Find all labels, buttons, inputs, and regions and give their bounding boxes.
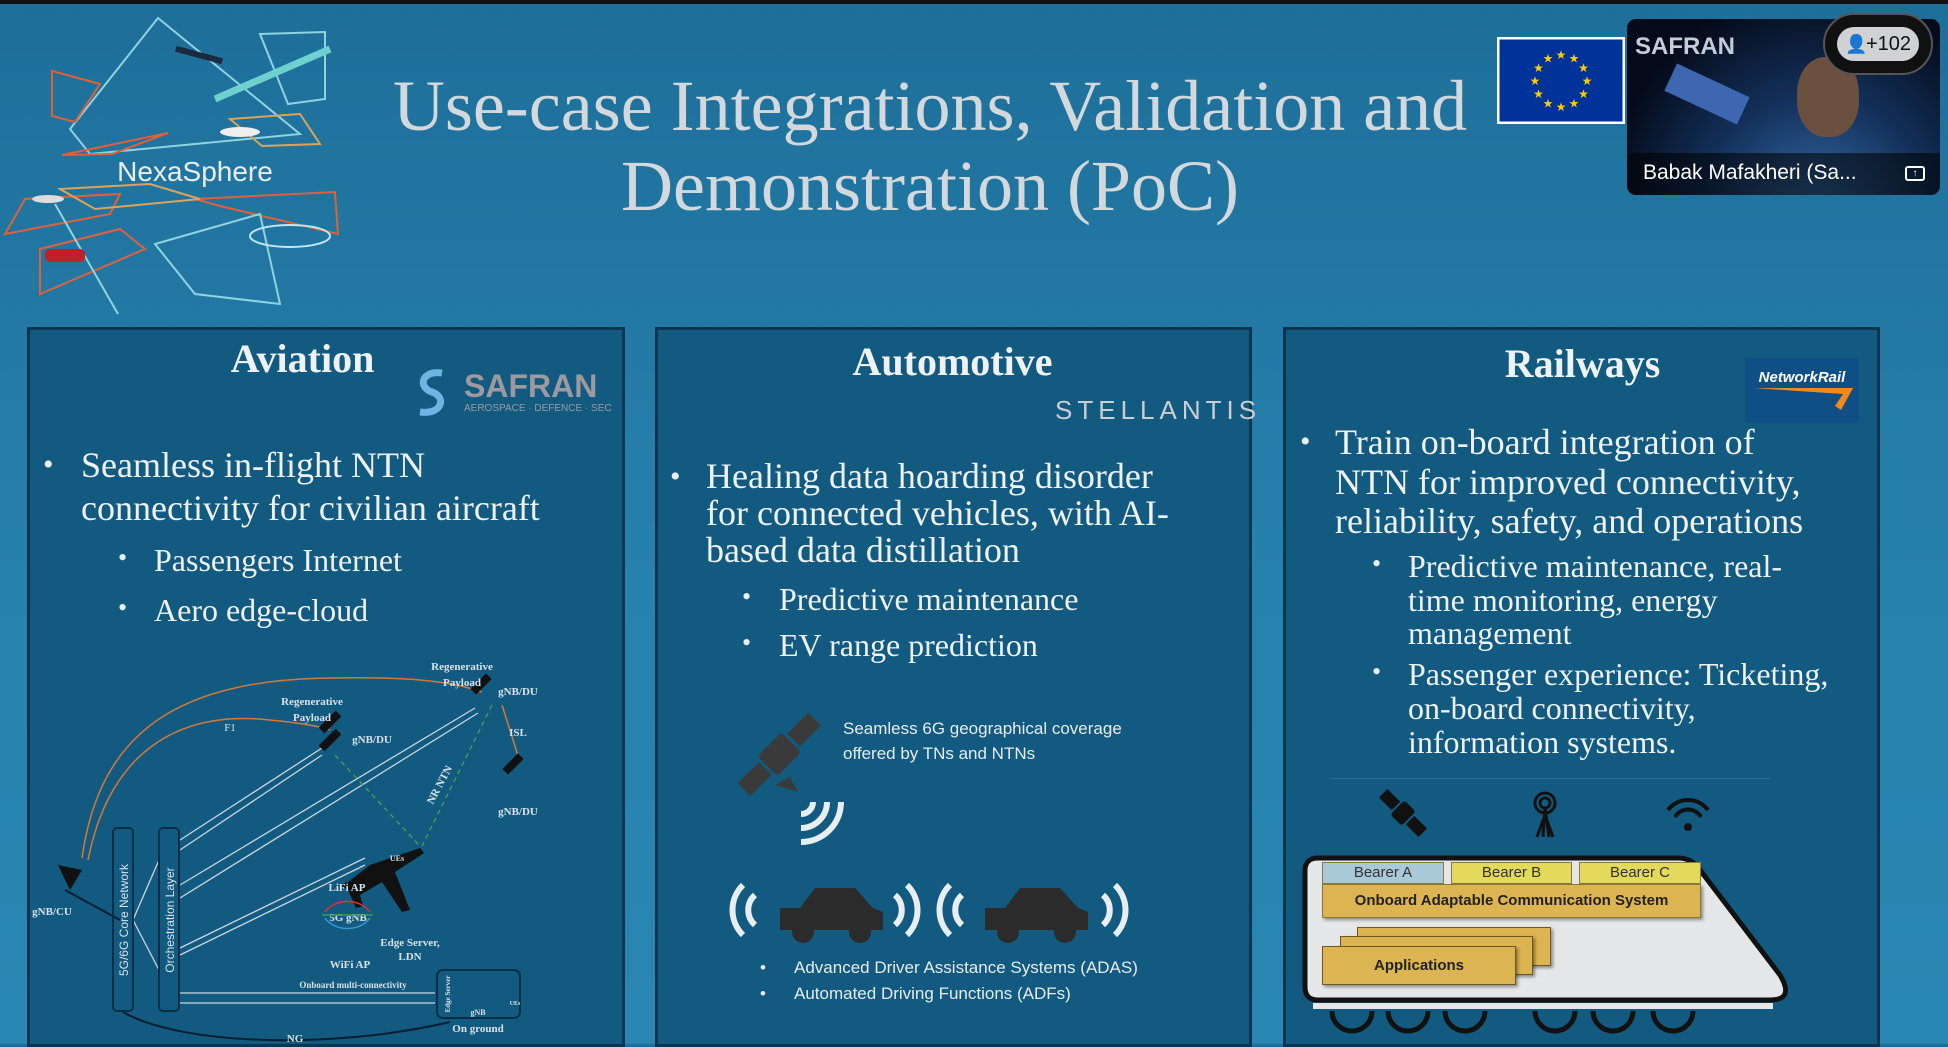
label-ldn: LDN bbox=[398, 951, 421, 963]
nexasphere-logo-text: NexaSphere bbox=[117, 156, 273, 187]
window-top-border bbox=[0, 0, 1948, 4]
participants-count-button[interactable]: 👤+102 bbox=[1823, 13, 1933, 75]
label-regen-payload-mid: Regenerative bbox=[281, 696, 343, 708]
aviation-architecture-diagram: Regenerative Payload gNB/DU Regenerative… bbox=[32, 661, 538, 1044]
aviation-panel bbox=[27, 327, 625, 1047]
railways-sub1-line-1: Predictive maintenance, real- bbox=[1408, 548, 1783, 584]
automotive-sub-ev-range: EV range prediction bbox=[779, 627, 1038, 663]
automotive-panel bbox=[655, 327, 1252, 1047]
automated-functions-list: •Advanced Driver Assistance Systems (ADA… bbox=[760, 958, 1138, 1003]
railways-sub2-line-2: on-board connectivity, bbox=[1408, 690, 1696, 726]
eu-star-icon: ★ bbox=[1556, 100, 1567, 114]
function-adfs: Automated Driving Functions (ADFs) bbox=[794, 984, 1071, 1003]
aviation-bullet-line-2: connectivity for civilian aircraft bbox=[81, 488, 540, 528]
automotive-sub-predictive-maintenance: Predictive maintenance bbox=[779, 581, 1079, 617]
eu-star-icon: ★ bbox=[1578, 87, 1589, 101]
railways-sub2-line-1: Passenger experience: Ticketing, bbox=[1408, 656, 1829, 692]
automotive-bullet-line-3: based data distillation bbox=[706, 530, 1020, 570]
eu-star-icon: ★ bbox=[1543, 51, 1554, 65]
participant-name: Babak Mafakheri (Sa... bbox=[1643, 161, 1857, 184]
label-on-ground: On ground bbox=[452, 1023, 503, 1035]
railways-bullet-line-1: Train on-board integration of bbox=[1335, 422, 1755, 462]
railway-bearer-icons bbox=[1378, 788, 1710, 838]
label-core-network: 5G/6G Core Network bbox=[117, 863, 131, 976]
safran-background-logo: SAFRAN bbox=[1635, 33, 1735, 60]
safran-logo-text: SAFRAN bbox=[464, 368, 597, 404]
nexasphere-logo: NexaSphere bbox=[3, 16, 340, 315]
label-payload-top: Payload bbox=[443, 677, 481, 689]
eu-star-icon: ★ bbox=[1582, 74, 1593, 88]
eu-star-icon: ★ bbox=[1533, 61, 1544, 75]
label-ng: NG bbox=[287, 1033, 304, 1044]
label-orchestration-layer: Orchestration Layer bbox=[163, 867, 177, 972]
automotive-heading: Automotive bbox=[852, 339, 1053, 384]
coverage-caption-line-2: offered by TNs and NTNs bbox=[843, 744, 1036, 763]
label-wifi-ap: WiFi AP bbox=[330, 959, 371, 971]
onboard-adaptable-communication-system: Onboard Adaptable Communication System bbox=[1322, 884, 1701, 918]
person-icon: 👤 bbox=[1845, 34, 1868, 54]
label-5g-gnb: 5G gNB bbox=[329, 912, 367, 924]
participants-count: +102 bbox=[1865, 33, 1911, 55]
label-nr-ntn: NR NTN bbox=[425, 764, 455, 807]
function-adas: Advanced Driver Assistance Systems (ADAS… bbox=[794, 958, 1138, 977]
satellite-icon bbox=[1378, 788, 1428, 838]
label-regen-payload-top: Regenerative bbox=[431, 661, 493, 673]
cell-tower-icon bbox=[1533, 791, 1557, 838]
aviation-sub-passengers-internet: Passengers Internet bbox=[154, 542, 402, 578]
label-lifi-ap: LiFi AP bbox=[329, 882, 366, 894]
railways-sub1-line-2: time monitoring, energy bbox=[1408, 582, 1718, 618]
network-rail-logo: NetworkRail bbox=[1745, 358, 1859, 423]
eu-star-icon: ★ bbox=[1556, 48, 1567, 62]
label-ues-air: UEs bbox=[390, 854, 404, 863]
slide-title-line-2: Demonstration (PoC) bbox=[621, 146, 1239, 226]
aviation-heading: Aviation bbox=[230, 336, 375, 381]
network-rail-logo-text: NetworkRail bbox=[1759, 369, 1847, 386]
automotive-bullet-line-1: Healing data hoarding disorder bbox=[706, 456, 1153, 496]
railways-heading: Railways bbox=[1504, 341, 1661, 386]
label-ground-gnb: gNB bbox=[470, 1008, 486, 1017]
label-gnb-du-1: gNB/DU bbox=[498, 686, 538, 698]
label-gnb-cu: gNB/CU bbox=[32, 906, 72, 918]
connected-cars-illustration bbox=[729, 882, 1129, 943]
label-payload-mid: Payload bbox=[293, 712, 331, 724]
label-gnb-du-2: gNB/DU bbox=[352, 734, 392, 746]
stellantis-logo: STELLANTIS bbox=[1055, 395, 1262, 425]
bearer-c: Bearer C bbox=[1579, 862, 1701, 884]
car-icon bbox=[780, 888, 1088, 943]
safran-logo: SAFRAN AEROSPACE · DEFENCE · SECURITY bbox=[419, 368, 612, 416]
label-gnb-du-3: gNB/DU bbox=[498, 806, 538, 818]
satellite-icon bbox=[737, 712, 844, 845]
eu-star-icon: ★ bbox=[1569, 97, 1580, 111]
eu-star-icon: ★ bbox=[1578, 61, 1589, 75]
label-ground-ues: UEs bbox=[510, 1001, 521, 1007]
label-f1: F1 bbox=[224, 722, 236, 734]
eu-star-icon: ★ bbox=[1530, 74, 1541, 88]
label-onboard-multi-connectivity: Onboard multi-connectivity bbox=[299, 980, 407, 990]
eu-flag-icon: ★★★★★★★★★★★★ bbox=[1497, 37, 1625, 124]
share-screen-icon[interactable]: ↑ bbox=[1905, 166, 1925, 181]
eu-star-icon: ★ bbox=[1533, 87, 1544, 101]
satellite-panel-image bbox=[1664, 63, 1750, 125]
slide-title-line-1: Use-case Integrations, Validation and bbox=[392, 66, 1468, 146]
bearer-a: Bearer A bbox=[1322, 862, 1444, 884]
label-ground-edge-server: Edge Server bbox=[444, 976, 452, 1013]
aviation-sub-aero-edge-cloud: Aero edge-cloud bbox=[154, 592, 369, 628]
railways-bullet-line-3: reliability, safety, and operations bbox=[1335, 501, 1804, 541]
wifi-icon bbox=[1666, 798, 1710, 819]
automotive-bullet-line-2: for connected vehicles, with AI- bbox=[706, 493, 1169, 533]
label-edge-server: Edge Server, bbox=[380, 937, 440, 949]
aviation-bullet-line-1: Seamless in-flight NTN bbox=[81, 445, 425, 485]
coverage-caption-line-1: Seamless 6G geographical coverage bbox=[843, 719, 1122, 738]
railways-sub2-line-3: information systems. bbox=[1408, 724, 1677, 760]
railways-bullet-line-2: NTN for improved connectivity, bbox=[1335, 462, 1801, 502]
eu-star-icon: ★ bbox=[1543, 97, 1554, 111]
bearer-b: Bearer B bbox=[1451, 862, 1572, 884]
coverage-caption: Seamless 6G geographical coverage offered… bbox=[843, 716, 1122, 766]
applications-box: Applications bbox=[1322, 946, 1516, 985]
eu-star-icon: ★ bbox=[1569, 51, 1580, 65]
railways-sub1-line-3: management bbox=[1408, 615, 1572, 651]
safran-tagline: AEROSPACE · DEFENCE · SECURITY bbox=[464, 403, 612, 414]
label-isl: ISL bbox=[509, 727, 527, 739]
